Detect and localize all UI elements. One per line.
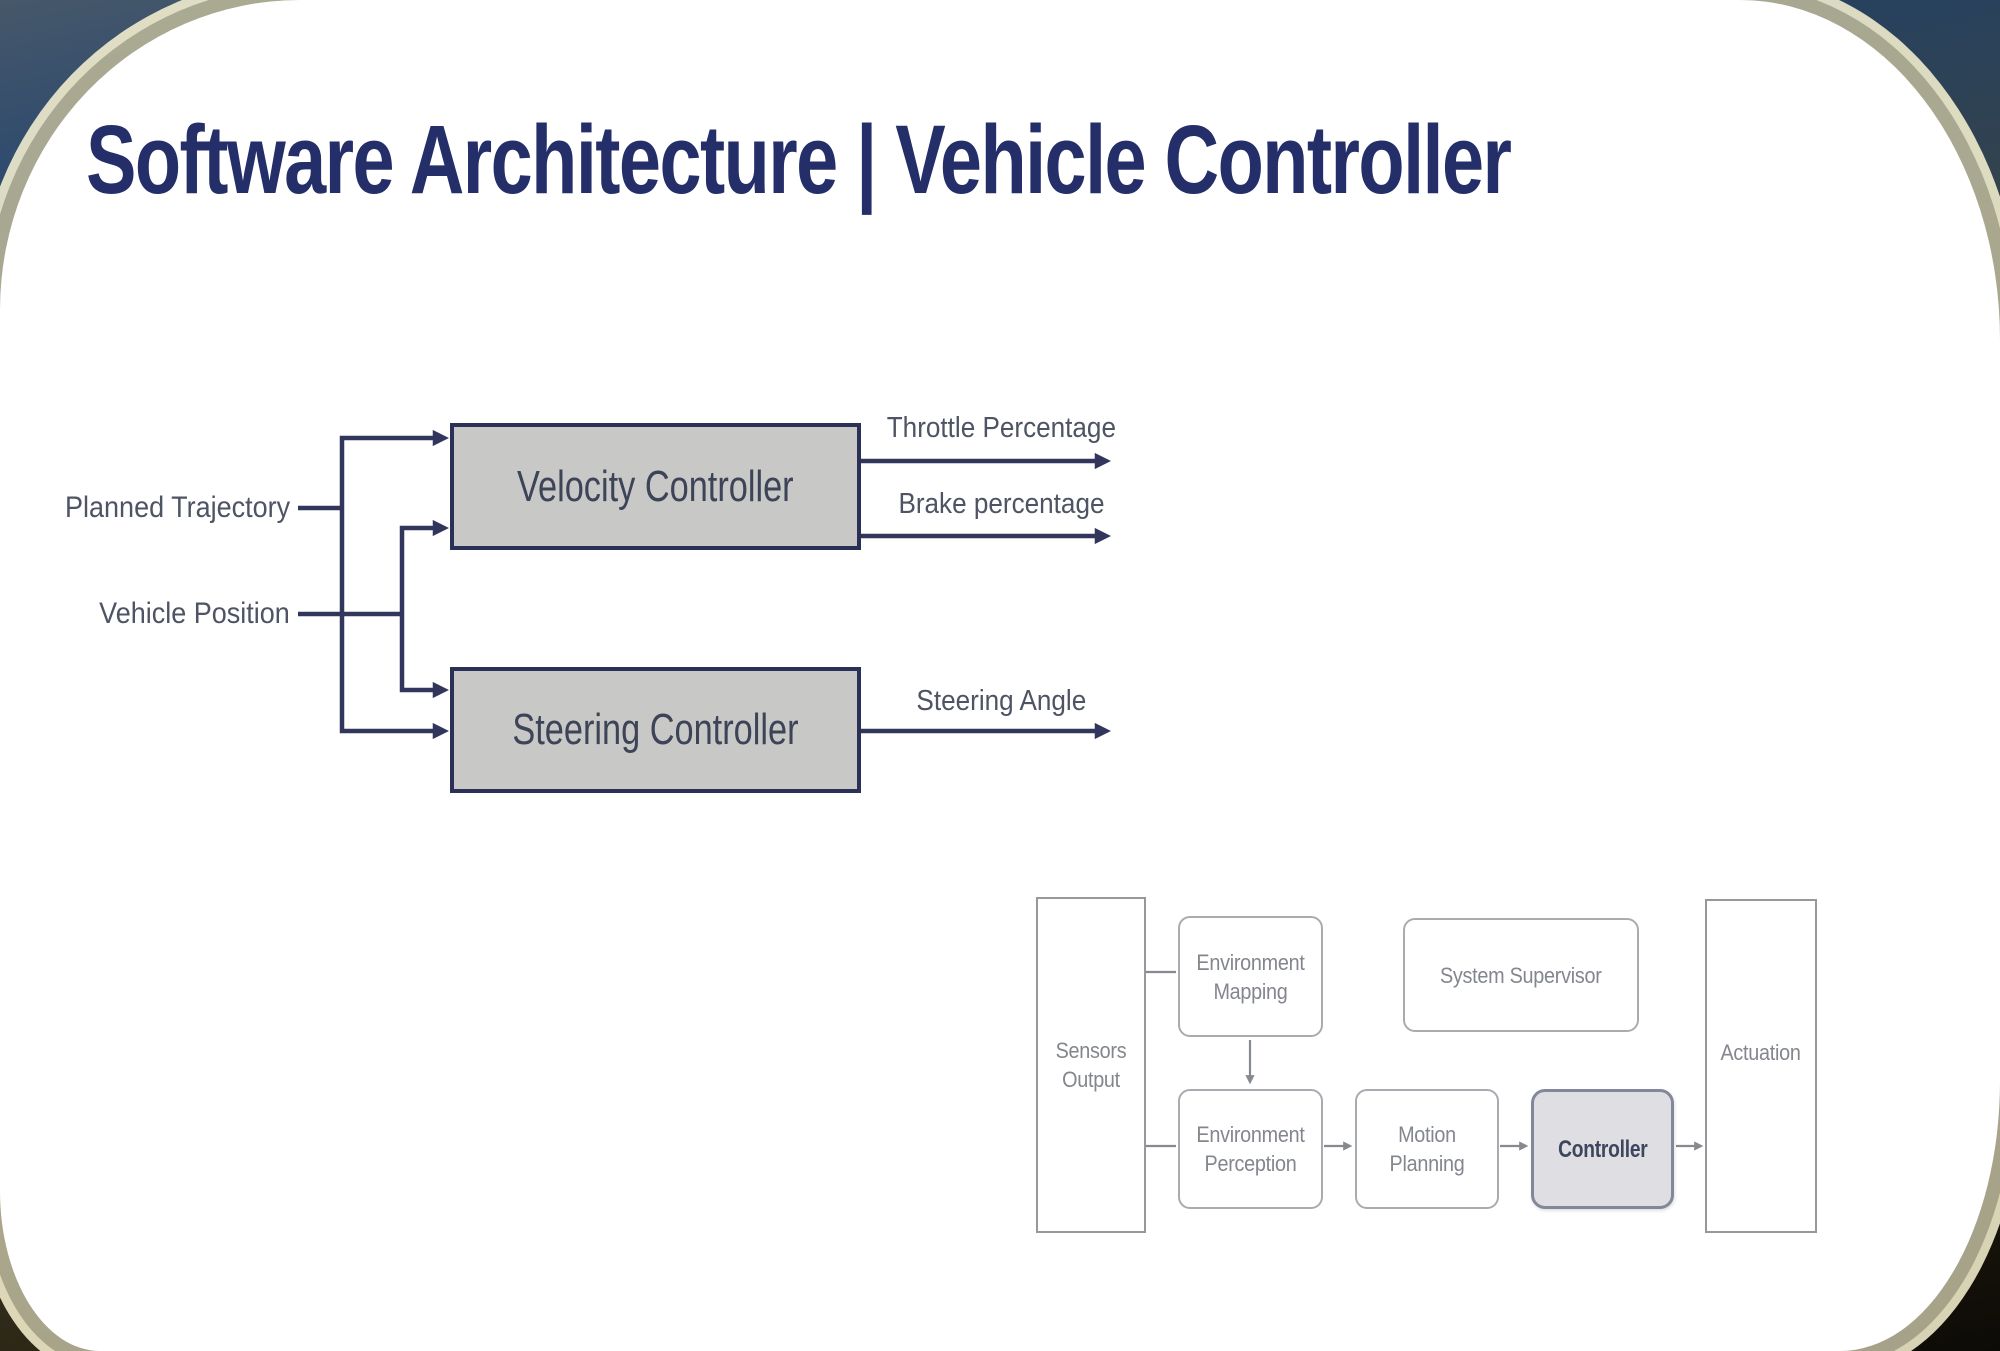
pipeline-block-environment-mapping: Environment Mapping: [1178, 916, 1323, 1037]
input-label-vehicle-position: Vehicle Position: [28, 597, 290, 631]
steering-controller-label: Steering Controller: [512, 705, 799, 754]
system-supervisor-label: System Supervisor: [1440, 962, 1602, 988]
throttle-percentage-text: Throttle Percentage: [886, 412, 1116, 444]
slide-title-text: Software Architecture | Vehicle Controll…: [86, 105, 1512, 214]
planned-trajectory-text: Planned Trajectory: [64, 491, 290, 524]
output-label-throttle-percentage: Throttle Percentage: [866, 412, 1136, 445]
input-label-planned-trajectory: Planned Trajectory: [28, 491, 290, 525]
pipeline-block-motion-planning: Motion Planning: [1355, 1089, 1499, 1209]
sensors-output-label: Sensors Output: [1055, 1038, 1127, 1092]
vehicle-position-text: Vehicle Position: [99, 597, 290, 630]
steering-controller-block: Steering Controller: [450, 667, 861, 793]
velocity-controller-block: Velocity Controller: [450, 423, 861, 550]
slide-title: Software Architecture | Vehicle Controll…: [86, 110, 1912, 210]
environment-mapping-label: Environment Mapping: [1196, 949, 1305, 1004]
velocity-controller-label: Velocity Controller: [517, 461, 794, 511]
pipeline-block-system-supervisor: System Supervisor: [1403, 918, 1639, 1032]
pipeline-block-environment-perception: Environment Perception: [1178, 1089, 1323, 1209]
output-label-steering-angle: Steering Angle: [866, 685, 1136, 718]
steering-angle-text: Steering Angle: [916, 685, 1086, 717]
motion-planning-label: Motion Planning: [1389, 1122, 1465, 1176]
brake-percentage-text: Brake percentage: [897, 488, 1105, 520]
actuation-label: Actuation: [1720, 1039, 1802, 1065]
output-label-brake-percentage: Brake percentage: [866, 488, 1136, 521]
pipeline-block-actuation: Actuation: [1705, 899, 1817, 1233]
pipeline-block-controller-highlighted: Controller: [1531, 1089, 1674, 1209]
environment-perception-label: Environment Perception: [1196, 1122, 1305, 1176]
controller-label: Controller: [1557, 1135, 1648, 1163]
pipeline-block-sensors-output: Sensors Output: [1036, 897, 1146, 1233]
